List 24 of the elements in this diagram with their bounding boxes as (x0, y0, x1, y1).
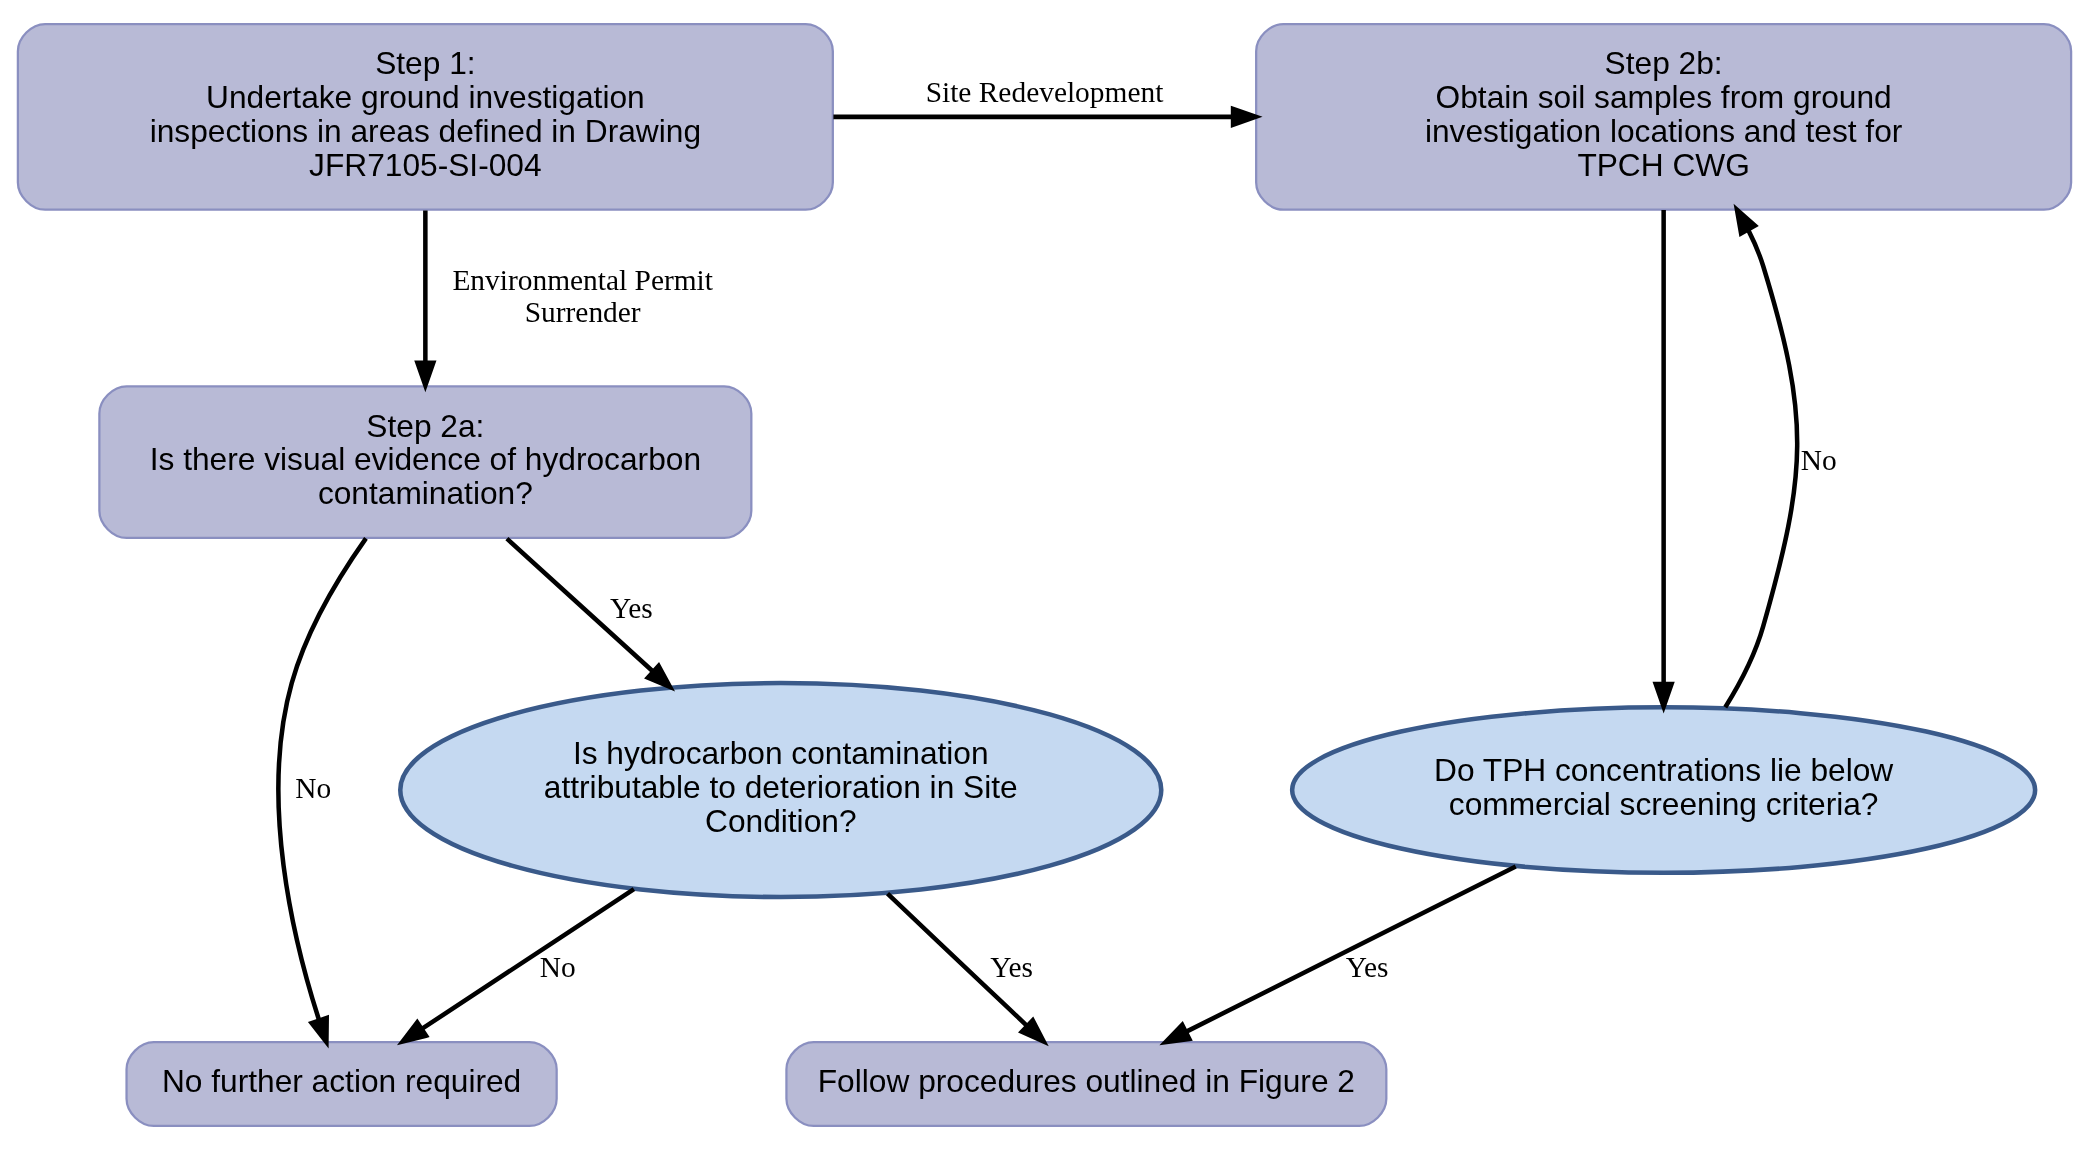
edge-label: No (539, 951, 576, 984)
node-box: Step 2b: Obtain soil samples from ground investigation locations and test for TPCH CWG (1255, 22, 2073, 211)
node-box: No further action required (125, 1041, 558, 1128)
arrow (1652, 210, 1675, 714)
arrow (505, 536, 676, 692)
arrow (414, 210, 437, 393)
edge-label: Yes (1345, 951, 1389, 984)
node-ellipse: Is hydrocarbon contamination attributable to deterioration in Site Condition? (398, 680, 1164, 900)
edge-label: Yes (609, 592, 653, 625)
edge-label: Yes (990, 951, 1034, 984)
edge-label: No (1800, 443, 1837, 476)
arrow (885, 892, 1049, 1047)
edge-label: Environmental Permit Surrender (452, 263, 713, 328)
arrow (396, 887, 636, 1046)
edge-label: Site Redevelopment (925, 75, 1164, 108)
arrow (1723, 203, 1800, 709)
node-box: Step 1: Undertake ground investigation inspections in areas defined in Drawing JFR7105-SI-004 (16, 22, 834, 211)
node-box: Step 2a: Is there visual evidence of hydrocarbon contamination? (98, 385, 753, 540)
edge-label: No (295, 771, 332, 804)
node-ellipse: Do TPH concentrations lie below commercial screening criteria? (1289, 705, 2038, 876)
arrow (276, 537, 368, 1049)
arrow (833, 105, 1263, 128)
node-box: Follow procedures outlined in Figure 2 (785, 1041, 1388, 1128)
arrow (1159, 864, 1517, 1046)
